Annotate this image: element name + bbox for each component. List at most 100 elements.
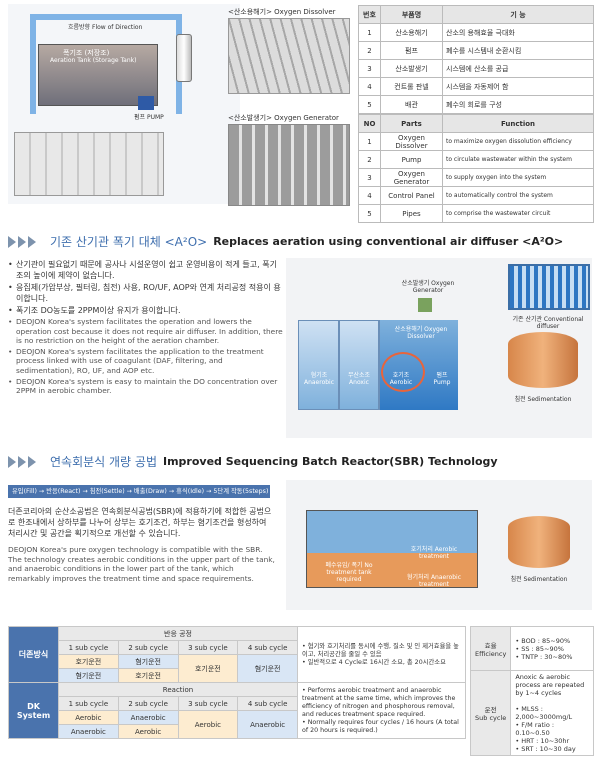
label-anoxic: 무산소조 Anoxic (347, 372, 371, 386)
cycle-header: 3 sub cycle (177, 640, 239, 655)
sbr-flow-bar: 유입(Fill) → 반응(React) → 침전(Settle) → 배출(D… (8, 485, 270, 498)
cycle-cell: Aerobic (177, 710, 239, 739)
sbr-para-ko: 더존코리아의 순산소공법은 연속회분식공법(SBR)에 적용하기에 적합한 공법… (8, 507, 272, 538)
cycle-header: 2 sub cycle (117, 640, 179, 655)
col-header: 번호 (358, 5, 381, 24)
cell: to supply oxygen into the system (442, 168, 594, 187)
highlight-circle (381, 352, 425, 392)
col-header: Function (442, 114, 594, 133)
flow-label: 흐름방향 Flow of Direction (68, 24, 143, 31)
section2-title: 연속회분식 개량 공법 Improved Sequencing Batch Re… (8, 453, 498, 470)
cycle-cell: 호기운전 (58, 654, 119, 669)
cell: 시스템을 자동제어 함 (442, 77, 594, 96)
tank-label: 폭기조 (저장조) (63, 49, 110, 57)
cell: Oxygen Dissolver (380, 132, 443, 151)
label-anaerobic-treatment: 혐기처리 Anaerobic treatment (406, 574, 462, 588)
process-table: 더존방식 반응 공정 • 혐기와 호기처리를 동시에 수행, 질소 및 인 제거… (8, 626, 466, 739)
cell: 4 (358, 186, 381, 205)
label-dissolver: 산소용해기 Oxygen Dissolver (394, 326, 448, 340)
cell: 1 (358, 132, 381, 151)
col-header: 부품명 (380, 5, 443, 24)
dissolver-photo (228, 18, 350, 94)
cell: 4 (358, 77, 381, 96)
generator-label: <산소발생기> Oxygen Generator (228, 114, 339, 122)
cell: 3 (358, 168, 381, 187)
section2-title-en: Improved Sequencing Batch Reactor(SBR) T… (163, 455, 498, 468)
cell: 펌프 (380, 41, 443, 60)
pump-label: 펌프 PUMP (134, 114, 164, 121)
bullet-en: DEOJON Korea's system facilitates the op… (8, 317, 283, 346)
cell: Oxygen Generator (380, 168, 443, 187)
generator-box (418, 298, 432, 312)
cycle-header: 4 sub cycle (237, 640, 298, 655)
label-no-diffuser: 폐수유입/ 폭기 No treatment tank required (325, 562, 373, 583)
op-values: Anoxic & aerobic process are repeated by… (510, 670, 594, 756)
cell: 시스템에 산소를 공급 (442, 59, 594, 78)
cycle-cell: 호기운전 (177, 654, 239, 683)
bullet-en: DEOJON Korea's system facilitates the ap… (8, 347, 283, 376)
dissolver-label: <산소용해기> Oxygen Dissolver (228, 8, 336, 16)
col-header: Parts (380, 114, 443, 133)
oxygen-cylinder (176, 34, 192, 82)
section2-title-ko: 연속회분식 개량 공법 (50, 455, 157, 469)
sbr-para-en: DEOJON Korea's pure oxygen technology is… (8, 545, 275, 583)
label-anaerobic: 혐기조 Anaerobic (303, 372, 335, 386)
sbr-sed-tank (508, 516, 570, 568)
diffuser-inset (508, 264, 590, 310)
cell: 2 (358, 150, 381, 169)
cycle-cell: 호기운전 (117, 668, 179, 683)
cycle-cell: 혐기운전 (58, 668, 119, 683)
cell: 배관 (380, 95, 443, 114)
cell: 산소용해기 (380, 23, 443, 42)
col-header: 기 능 (442, 5, 594, 24)
legacy-note: • 혐기와 호기처리를 동시에 수행, 질소 및 인 제거효율을 높이고, 처리… (297, 626, 466, 683)
label-aerobic-treatment: 호기처리 Aerobic treatment (410, 546, 458, 560)
cell: Pump (380, 150, 443, 169)
bullet-ko: 산기관이 필요없기 때문에 공사나 시설운영이 쉽고 운영비용이 적게 들고, … (8, 259, 283, 281)
col-header: NO (358, 114, 381, 133)
cell: 산소발생기 (380, 59, 443, 78)
dk-label: DK System (8, 682, 59, 739)
sbr-tank (306, 510, 478, 588)
pump (138, 96, 154, 110)
equipment-rack (14, 132, 164, 196)
sedimentation-tank (508, 332, 578, 388)
section1-title-ko: 기존 산기관 폭기 대체 <A²O> (50, 235, 208, 249)
cell: 컨트롤 판넬 (380, 77, 443, 96)
cell: 5 (358, 95, 381, 114)
bullet-en: DEOJON Korea's system is easy to maintai… (8, 377, 283, 396)
cycle-header: 4 sub cycle (237, 696, 298, 711)
cycle-header: 1 sub cycle (58, 696, 119, 711)
cell: 폐수를 시스템내 순환시킴 (442, 41, 594, 60)
dk-process: Reaction (58, 682, 298, 697)
generator-photo (228, 124, 350, 206)
dk-note: • Performs aerobic treatment and anaerob… (297, 682, 466, 739)
sbr-diagram: 폐수유입/ 폭기 No treatment tank required 호기처리… (286, 480, 592, 610)
top-diagram: 흐름방향 Flow of Direction 폭기조 (저장조) Aeratio… (8, 4, 240, 204)
cycle-header: 3 sub cycle (177, 696, 239, 711)
legacy-process: 반응 공정 (58, 626, 298, 641)
cell: 폐수의 회로를 구성 (442, 95, 594, 114)
label-pump: 펌프 Pump (433, 372, 451, 386)
label-diffuser: 기존 산기관 Conventional diffuser (512, 316, 584, 330)
cycle-cell: Aerobic (58, 710, 119, 725)
bullet-ko: 응집제(가압부상, 필터링, 침전) 사용, RO/UF, AOP와 연계 처리… (8, 282, 283, 304)
arrows-icon (8, 455, 44, 468)
cycle-cell: 혐기운전 (117, 654, 179, 669)
tank-divider (378, 320, 380, 410)
eff-values: • BOD : 85~90%• SS : 85~90%• TNTP : 30~8… (510, 626, 594, 671)
